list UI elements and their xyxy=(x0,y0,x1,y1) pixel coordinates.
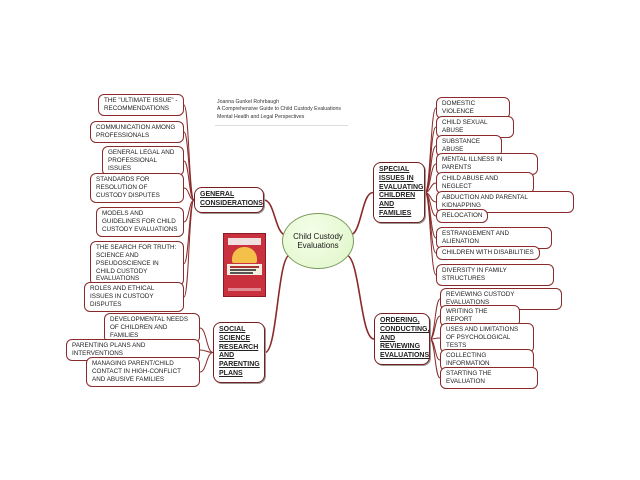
leaf-label: ABDUCTION AND PARENTAL KIDNAPPING xyxy=(442,194,528,209)
leaf-label: MENTAL ILLNESS IN PARENTS xyxy=(442,156,503,171)
leaf-ultimate-issue[interactable]: THE "ULTIMATE ISSUE" - RECOMMENDATIONS xyxy=(98,94,184,116)
leaf-connector-line xyxy=(183,199,195,298)
central-topic[interactable]: Child Custody Evaluations xyxy=(282,213,354,269)
leaf-developmental-needs[interactable]: DEVELOPMENTAL NEEDS OF CHILDREN AND FAMI… xyxy=(104,313,200,343)
leaf-psych-tests[interactable]: USES AND LIMITATIONS OF PSYCHOLOGICAL TE… xyxy=(440,323,534,353)
leaf-diversity[interactable]: DIVERSITY IN FAMILY STRUCTURES xyxy=(436,264,554,286)
leaf-collecting-information[interactable]: COLLECTING INFORMATION xyxy=(440,349,534,371)
leaf-search-for-truth[interactable]: THE SEARCH FOR TRUTH: SCIENCE AND PSEUDO… xyxy=(90,241,184,287)
leaf-label: CHILDREN WITH DISABILITIES xyxy=(442,249,534,256)
branch-special-issues[interactable]: SPECIAL ISSUES IN EVALUATING CHILDREN AN… xyxy=(373,162,425,223)
leaf-label: THE SEARCH FOR TRUTH: SCIENCE AND PSEUDO… xyxy=(96,244,177,283)
leaf-connector-line xyxy=(199,352,214,373)
leaf-general-legal[interactable]: GENERAL LEGAL AND PROFESSIONAL ISSUES xyxy=(102,146,184,176)
leaf-children-disabilities[interactable]: CHILDREN WITH DISABILITIES xyxy=(436,246,540,260)
leaf-label: CHILD ABUSE AND NEGLECT xyxy=(442,175,499,190)
leaf-connector-line xyxy=(199,327,214,353)
branch-ordering-conducting[interactable]: ORDERING, CONDUCTING, AND REVIEWING EVAL… xyxy=(374,313,430,365)
branch-label: SOCIAL SCIENCE RESEARCH AND PARENTING PL… xyxy=(219,326,260,377)
leaf-standards[interactable]: STANDARDS FOR RESOLUTION OF CUSTODY DISP… xyxy=(90,173,184,203)
leaf-label: THE "ULTIMATE ISSUE" - RECOMMENDATIONS xyxy=(104,97,178,112)
center-to-ordering-line xyxy=(345,254,375,340)
branch-label: SPECIAL ISSUES IN EVALUATING CHILDREN AN… xyxy=(379,166,424,217)
center-to-general-line xyxy=(263,199,287,236)
credit-subtitle: Mental Health and Legal Perspectives xyxy=(217,113,305,120)
branch-general-considerations[interactable]: GENERAL CONSIDERATIONS xyxy=(194,187,264,213)
leaf-label: COLLECTING INFORMATION xyxy=(446,352,490,367)
credit-divider xyxy=(215,125,348,126)
leaf-label: DOMESTIC VIOLENCE xyxy=(442,100,476,115)
leaf-connector-line xyxy=(424,163,437,193)
leaf-child-abuse-neglect[interactable]: CHILD ABUSE AND NEGLECT xyxy=(436,172,534,194)
credit-author: Joanna Gunkel Rohrbaugh xyxy=(217,99,280,105)
branch-label: ORDERING, CONDUCTING, AND REVIEWING EVAL… xyxy=(380,317,430,359)
central-topic-label: Child Custody Evaluations xyxy=(293,232,343,250)
leaf-label: STARTING THE EVALUATION xyxy=(446,370,492,385)
leaf-abduction[interactable]: ABDUCTION AND PARENTAL KIDNAPPING xyxy=(436,191,574,213)
leaf-label: CHILD SEXUAL ABUSE xyxy=(442,119,488,134)
leaf-connector-line xyxy=(429,338,441,379)
leaf-connector-line xyxy=(183,104,195,201)
leaf-label: REVIEWING CUSTODY EVALUATIONS xyxy=(446,291,515,306)
leaf-connector-line xyxy=(183,187,195,201)
leaf-label: COMMUNICATION AMONG PROFESSIONALS xyxy=(96,124,176,139)
leaf-connector-line xyxy=(183,131,195,201)
leaf-communication[interactable]: COMMUNICATION AMONG PROFESSIONALS xyxy=(90,121,184,143)
leaf-connector-line xyxy=(183,160,195,201)
center-to-special-line xyxy=(349,191,374,236)
leaf-label: MODELS AND GUIDELINES FOR CHILD CUSTODY … xyxy=(102,210,178,233)
center-to-social-line xyxy=(264,254,291,354)
leaf-label: GENERAL LEGAL AND PROFESSIONAL ISSUES xyxy=(108,149,175,172)
leaf-label: STANDARDS FOR RESOLUTION OF CUSTODY DISP… xyxy=(96,176,160,199)
leaf-connector-line xyxy=(424,192,437,276)
leaf-connector-line xyxy=(429,315,441,340)
leaf-label: DIVERSITY IN FAMILY STRUCTURES xyxy=(442,267,507,282)
leaf-roles-ethical[interactable]: ROLES AND ETHICAL ISSUES IN CUSTODY DISP… xyxy=(84,282,184,312)
leaf-child-sexual-abuse[interactable]: CHILD SEXUAL ABUSE xyxy=(436,116,514,138)
leaf-label: PARENTING PLANS AND INTERVENTIONS xyxy=(72,342,146,357)
leaf-label: ESTRANGEMENT AND ALIENATION xyxy=(442,230,510,245)
leaf-connector-line xyxy=(424,126,437,193)
leaf-label: ROLES AND ETHICAL ISSUES IN CUSTODY DISP… xyxy=(90,285,155,308)
leaf-starting-evaluation[interactable]: STARTING THE EVALUATION xyxy=(440,367,538,389)
leaf-connector-line xyxy=(429,298,441,340)
book-cover-image xyxy=(223,233,266,297)
leaf-models-guidelines[interactable]: MODELS AND GUIDELINES FOR CHILD CUSTODY … xyxy=(96,207,184,237)
branch-label: GENERAL CONSIDERATIONS xyxy=(200,191,263,207)
leaf-label: USES AND LIMITATIONS OF PSYCHOLOGICAL TE… xyxy=(446,326,519,349)
leaf-managing-contact[interactable]: MANAGING PARENT/CHILD CONTACT IN HIGH-CO… xyxy=(86,357,200,387)
leaf-relocation[interactable]: RELOCATION xyxy=(436,209,488,223)
leaf-label: SUBSTANCE ABUSE xyxy=(442,138,481,153)
leaf-label: RELOCATION xyxy=(442,212,483,219)
leaf-label: MANAGING PARENT/CHILD CONTACT IN HIGH-CO… xyxy=(92,360,181,383)
leaf-domestic-violence[interactable]: DOMESTIC VIOLENCE xyxy=(436,97,510,119)
credit-block: Joanna Gunkel Rohrbaugh A Comprehensive … xyxy=(217,99,341,121)
branch-social-science-research[interactable]: SOCIAL SCIENCE RESEARCH AND PARENTING PL… xyxy=(213,322,265,383)
leaf-label: WRITING THE REPORT xyxy=(446,308,488,323)
credit-book-title: A Comprehensive Guide to Child Custody E… xyxy=(217,106,341,113)
leaf-label: DEVELOPMENTAL NEEDS OF CHILDREN AND FAMI… xyxy=(110,316,189,339)
